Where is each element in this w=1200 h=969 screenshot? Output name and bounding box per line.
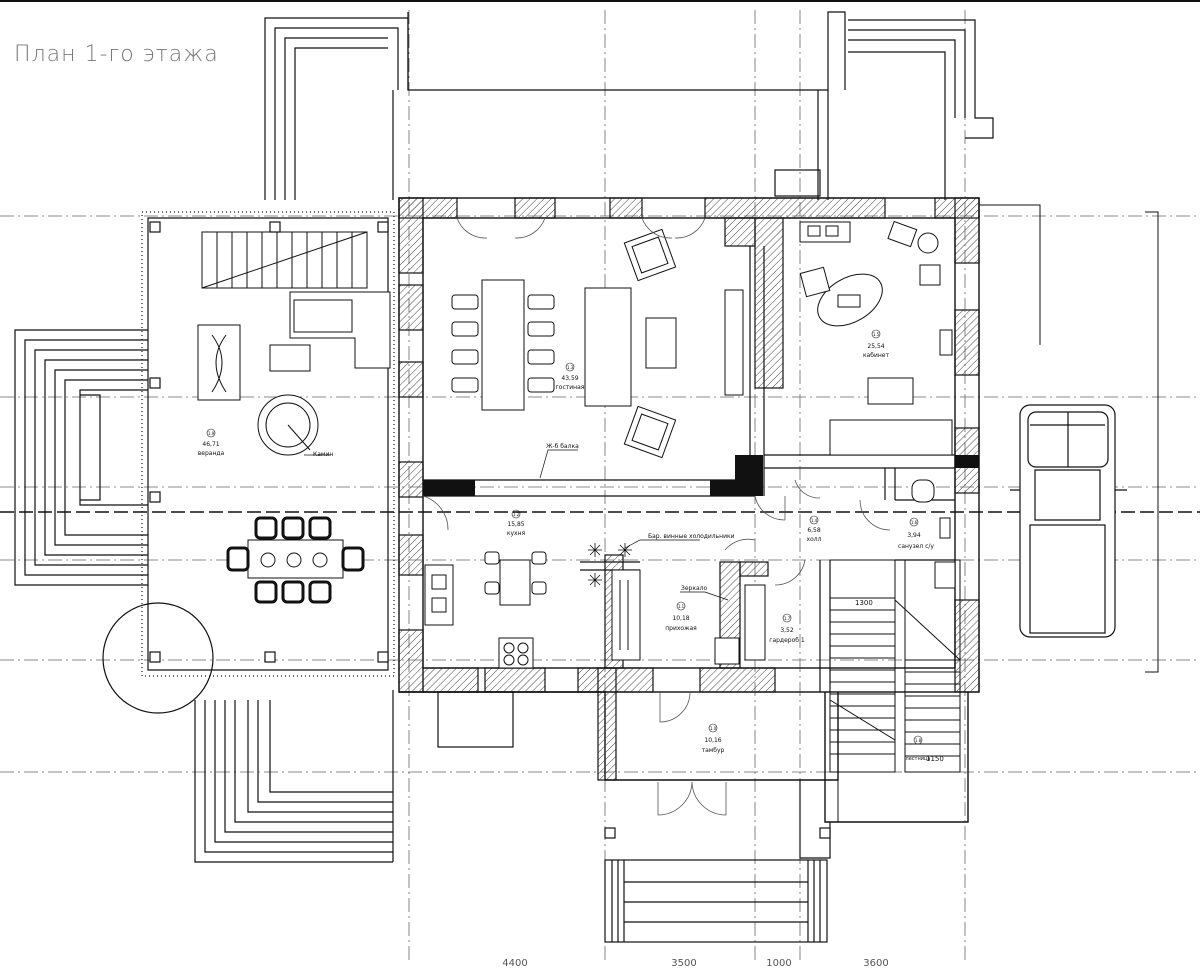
right-edge-line [1145, 211, 1159, 673]
kitchen-area: 15,85 [507, 521, 524, 528]
dim-2: 3500 [671, 958, 696, 969]
verandah-area: 46,71 [202, 441, 219, 448]
wardrobe-name: гардероб 1 [769, 637, 805, 644]
bathroom-number: 1.6 [911, 520, 918, 525]
entry-porch [437, 691, 831, 943]
plan-title: План 1-го этажа [14, 42, 219, 67]
kitchen-furniture [424, 551, 766, 669]
mirror-label: Зеркало [681, 585, 707, 592]
stair-name: лестница [906, 756, 931, 762]
dim-4: 3600 [863, 958, 888, 969]
hallway-name: прихожая [665, 625, 697, 632]
verandah-furniture [197, 291, 391, 579]
living-name: гостиная [556, 384, 585, 391]
cabinet-name: кабинет [863, 352, 890, 359]
vestibule-area: 10,16 [704, 737, 721, 744]
stair-width-2: 1150 [926, 755, 944, 763]
cabinet-window-line [979, 204, 1041, 345]
bathroom-name: санузел с/у [898, 543, 934, 550]
hall-area: 6,58 [807, 527, 821, 534]
beam-label: Ж-б балка [546, 443, 579, 450]
verandah-number: 1.9 [208, 431, 215, 436]
wardrobe-area: 3,52 [780, 627, 794, 634]
vestibule-number: 1.0 [710, 726, 717, 731]
stair-number: 1.8 [915, 738, 922, 743]
vestibule-name: тамбур [702, 747, 725, 754]
verandah-chairs [226, 516, 365, 604]
bottom-left-steps [194, 690, 394, 863]
main-stair [829, 559, 962, 823]
dimension-line: 4400 3500 1000 3600 [502, 958, 888, 969]
door-swings [422, 479, 891, 816]
kitchen-name: кухня [507, 530, 526, 537]
beam-posts [423, 455, 979, 496]
cabinet-number: 1.5 [873, 332, 880, 337]
verandah-stair [201, 231, 368, 289]
section-circle [102, 602, 214, 714]
bathroom-area: 3,94 [907, 532, 921, 539]
kitchen-lights [588, 543, 632, 587]
kitchen-number: 1.2 [513, 512, 520, 517]
cabinet-area: 25,54 [867, 343, 884, 350]
dim-3: 1000 [766, 958, 791, 969]
hallway-area: 10,18 [672, 615, 689, 622]
living-door-swings [456, 217, 706, 239]
hall-name: холл [807, 536, 822, 543]
car [1010, 404, 1127, 638]
fireplace-label: Камин [313, 451, 333, 458]
wall-hatching [398, 197, 980, 781]
verandah-name: веранда [198, 450, 225, 457]
stair-width-1: 1300 [855, 599, 873, 607]
hallway-furniture [714, 479, 956, 665]
callouts: Ж-б балка Бар. винные холодильники Зерка… [539, 443, 735, 601]
verandah-outline [141, 211, 395, 677]
hallway-number: 1.1 [678, 604, 685, 609]
upper-terrace [264, 11, 994, 200]
cabinet-furniture [799, 220, 953, 456]
verandah-columns [149, 221, 389, 663]
left-steps [14, 329, 148, 586]
fridges-label: Бар. винные холодильники [648, 533, 735, 540]
living-furniture [451, 228, 744, 459]
hall-number: 1.4 [811, 518, 818, 523]
living-number: 1.3 [567, 365, 574, 370]
wardrobe-number: 1.7 [784, 616, 791, 621]
dim-1: 4400 [502, 958, 527, 969]
living-area: 43,59 [561, 375, 578, 382]
